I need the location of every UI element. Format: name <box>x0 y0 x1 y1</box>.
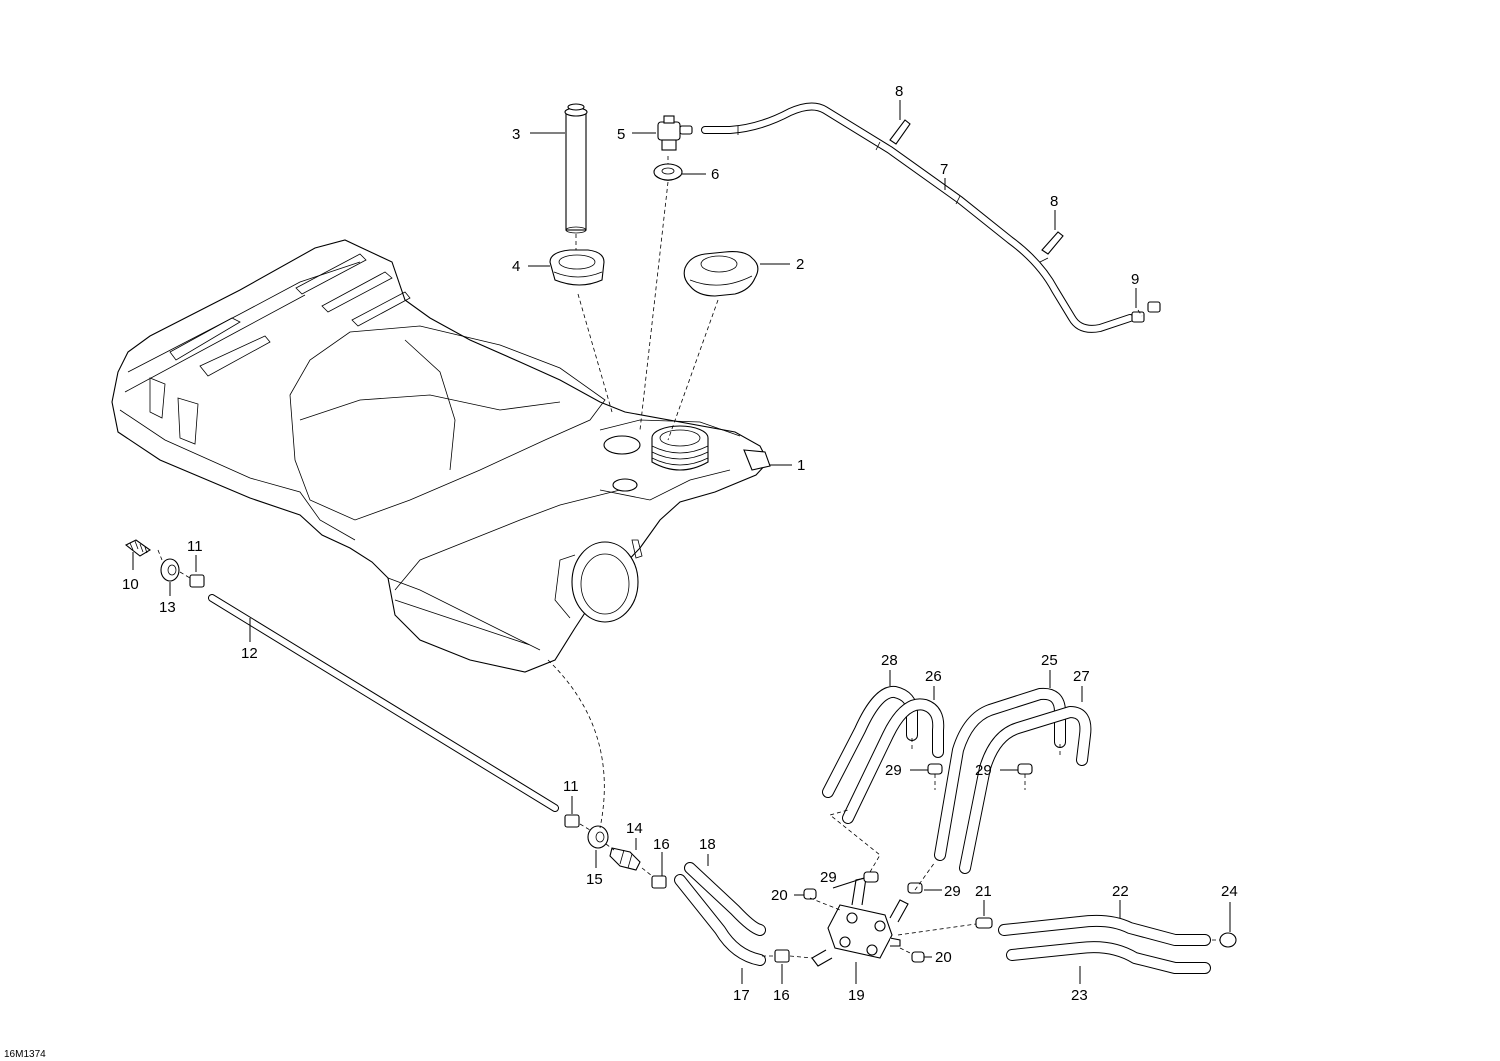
fitting-10 <box>124 539 152 557</box>
grommet <box>653 163 683 181</box>
hose-22-23 <box>998 914 1211 974</box>
callout-22: 22 <box>1112 883 1129 900</box>
callout-17: 17 <box>733 987 750 1004</box>
callout-19: 19 <box>848 987 865 1004</box>
clamp-21 <box>975 917 993 929</box>
callout-26: 26 <box>925 668 942 685</box>
callout-3: 3 <box>512 126 520 143</box>
washer-15 <box>587 825 609 849</box>
callout-23: 23 <box>1071 987 1088 1004</box>
callout-29-c: 29 <box>820 869 837 886</box>
callout-21: 21 <box>975 883 992 900</box>
callout-13: 13 <box>159 599 176 616</box>
nut-16-upper <box>651 875 667 889</box>
drain-hose <box>208 594 559 812</box>
callout-7: 7 <box>940 161 948 178</box>
callout-25: 25 <box>1041 652 1058 669</box>
callout-27: 27 <box>1073 668 1090 685</box>
callout-9: 9 <box>1131 271 1139 288</box>
clamp-29-c <box>927 763 943 775</box>
fitting-14 <box>609 847 641 871</box>
callout-12: 12 <box>241 645 258 662</box>
fuel-cap <box>683 251 759 297</box>
leader-lines <box>132 100 1231 984</box>
callout-8-upper: 8 <box>895 83 903 100</box>
callout-16-lower: 16 <box>773 987 790 1004</box>
clamp-29-b <box>907 882 923 894</box>
clamp-29-d <box>1017 763 1033 775</box>
clamp-20-lower <box>911 951 925 963</box>
callout-14: 14 <box>626 820 643 837</box>
filler-adapter <box>549 249 605 286</box>
hose-25-27 <box>934 687 1092 874</box>
fuel-tank <box>111 239 771 673</box>
callout-15: 15 <box>586 871 603 888</box>
callout-16-upper: 16 <box>653 836 670 853</box>
callout-5: 5 <box>617 126 625 143</box>
clamp-29-a <box>863 871 879 883</box>
nut-16-lower <box>774 949 790 963</box>
callout-28: 28 <box>881 652 898 669</box>
hose-26-28 <box>822 686 945 824</box>
filler-tube <box>564 103 588 234</box>
nut-11-lower <box>564 814 580 828</box>
washer-13 <box>160 558 180 582</box>
callout-10: 10 <box>122 576 139 593</box>
callout-6: 6 <box>711 166 719 183</box>
diagram-code: 16M1374 <box>4 1049 46 1060</box>
callout-4: 4 <box>512 258 520 275</box>
clamp-24 <box>1219 932 1237 948</box>
callout-11-lower: 11 <box>563 778 579 795</box>
callout-29-b: 29 <box>975 762 992 779</box>
clamp-8 <box>889 119 1064 255</box>
callout-1: 1 <box>797 457 805 474</box>
vent-hose <box>701 102 1134 333</box>
nut-11-upper <box>189 574 205 588</box>
callout-labels: 1 2 3 4 5 6 7 8 8 9 10 11 13 12 11 14 15… <box>4 83 1238 1060</box>
hose-17-18 <box>674 862 766 966</box>
callout-11-upper: 11 <box>187 538 203 555</box>
callout-20-upper: 20 <box>771 887 788 904</box>
callout-24: 24 <box>1221 883 1238 900</box>
vent-valve <box>657 115 693 151</box>
callout-29-a: 29 <box>885 762 902 779</box>
vent-cap <box>1131 301 1161 323</box>
clamp-20-upper <box>803 888 817 900</box>
assembly-lines <box>157 156 1220 959</box>
callout-2: 2 <box>796 256 804 273</box>
callout-29-d: 29 <box>944 883 961 900</box>
callout-20-lower: 20 <box>935 949 952 966</box>
callout-18: 18 <box>699 836 716 853</box>
fuel-pump <box>811 877 909 967</box>
callout-8-lower: 8 <box>1050 193 1058 210</box>
